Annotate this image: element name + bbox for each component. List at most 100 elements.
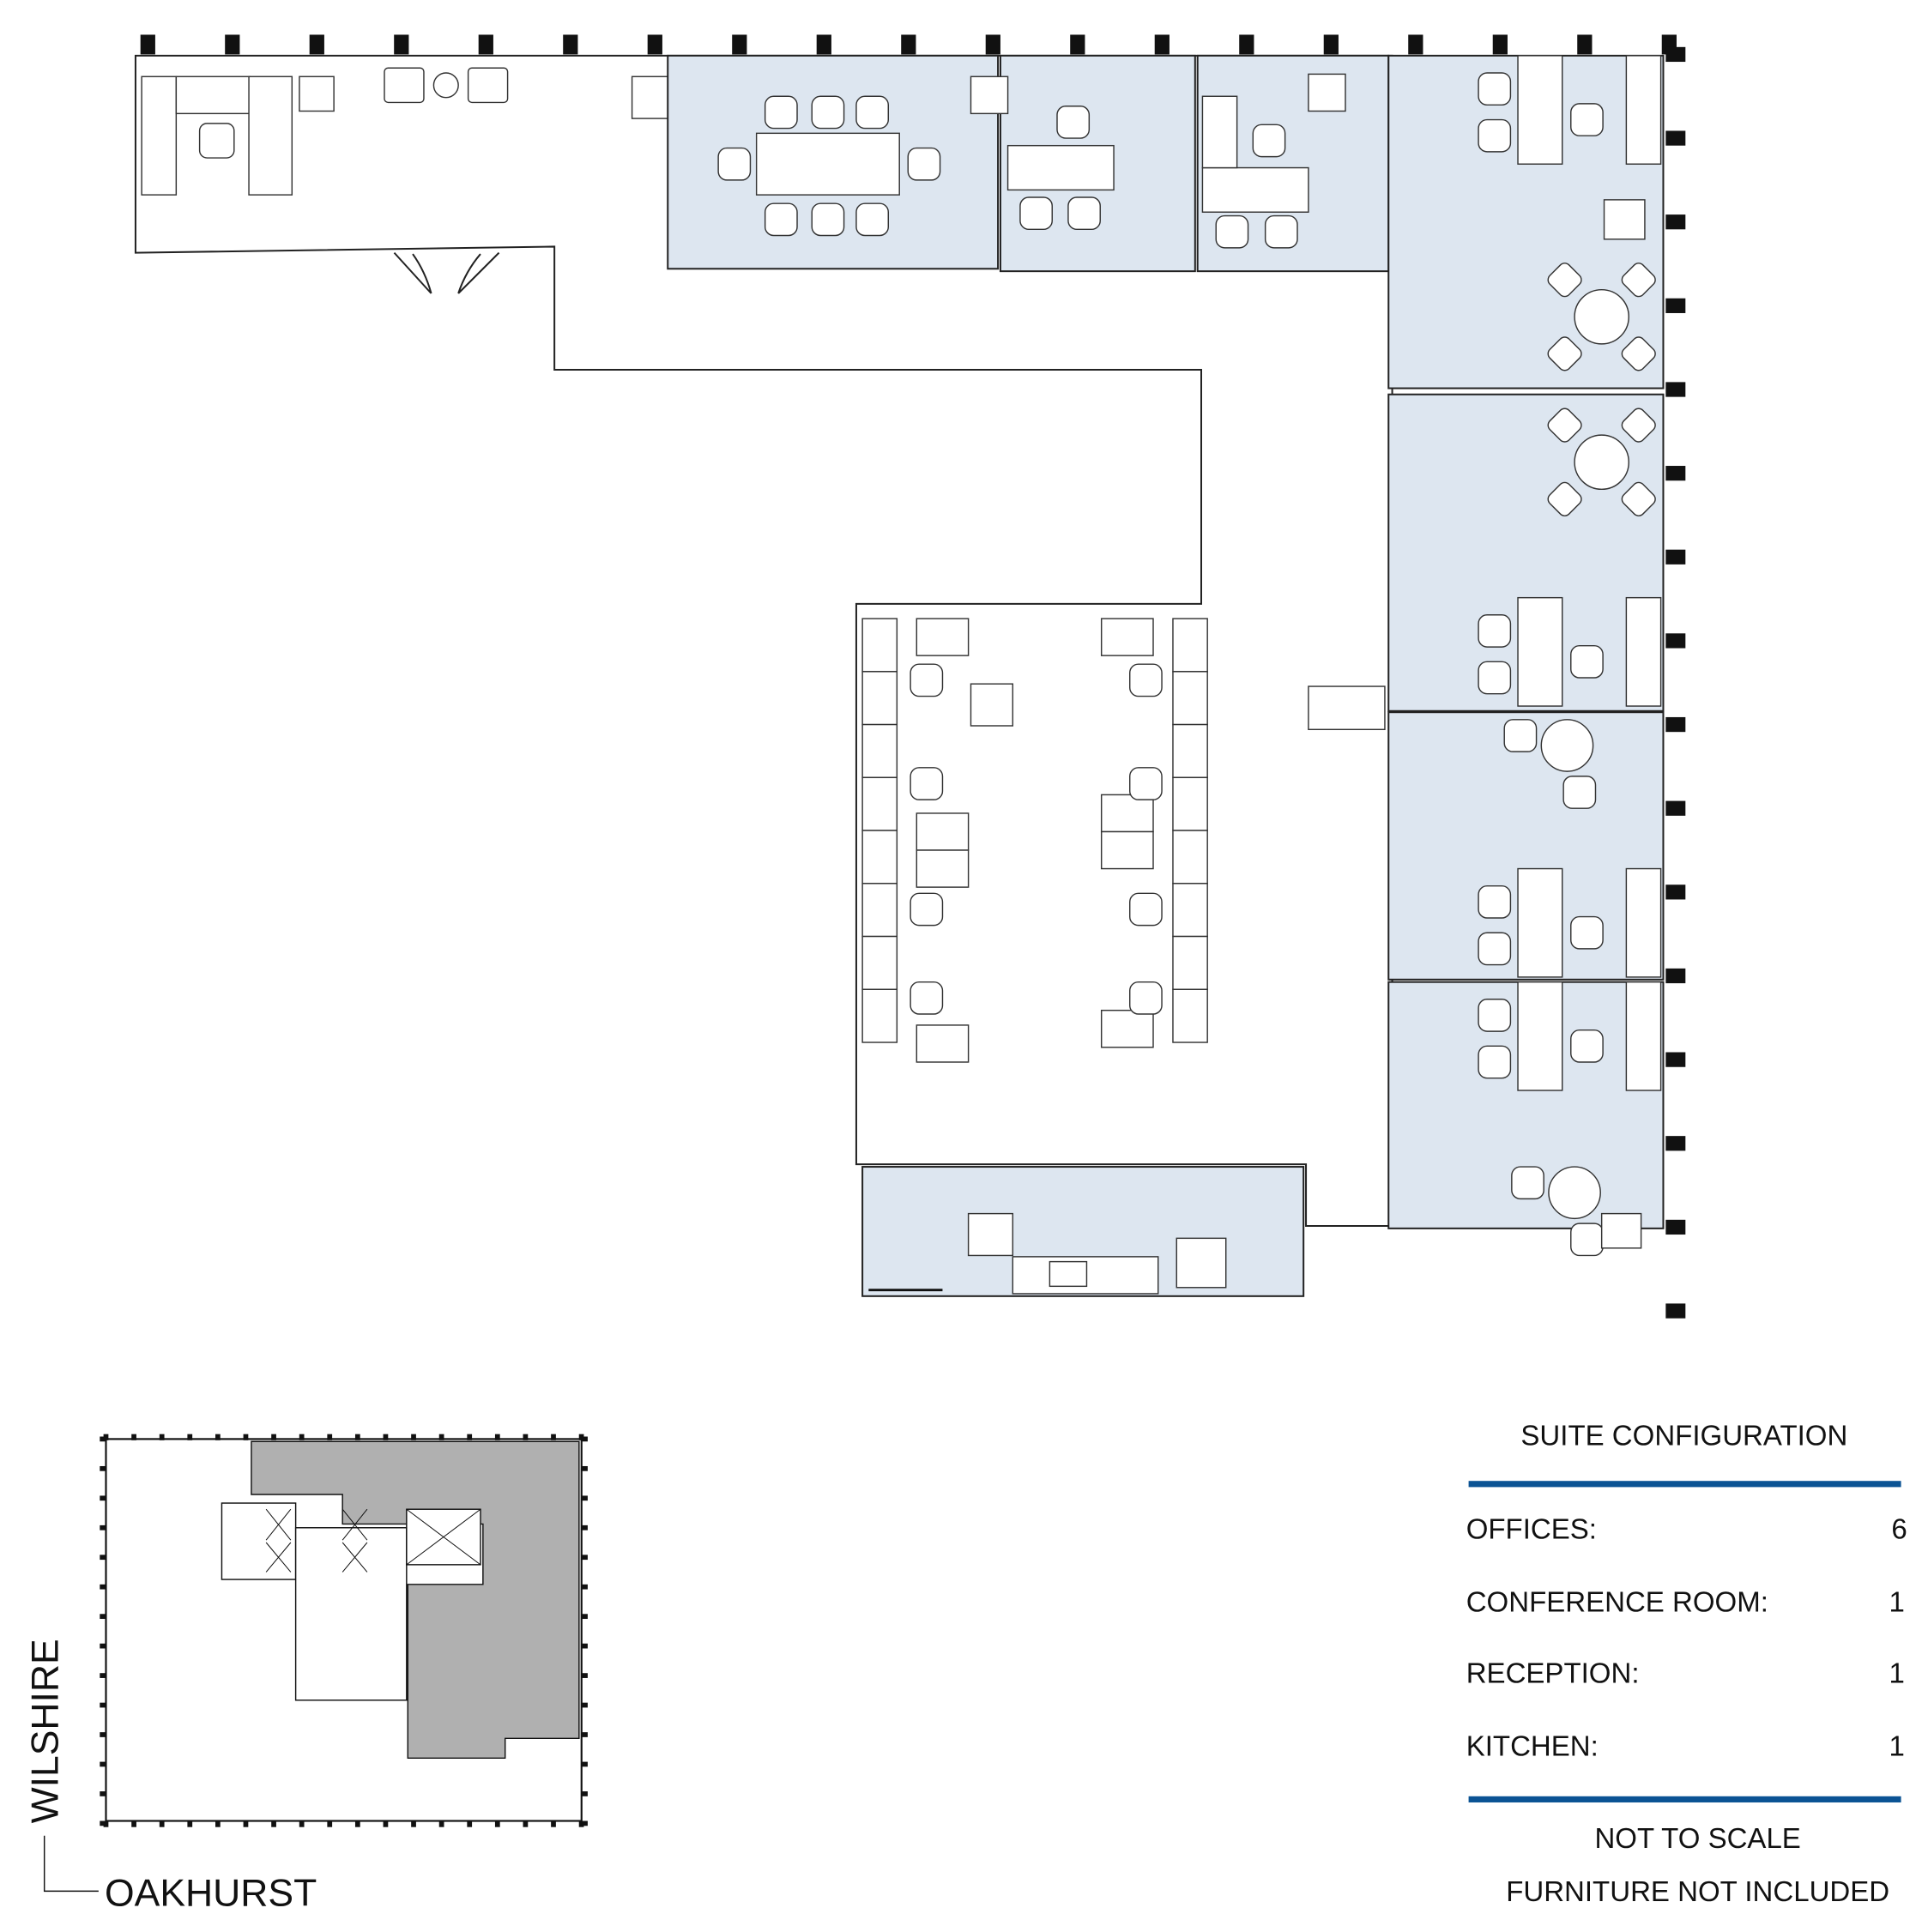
workstation-panel (861, 883, 898, 938)
key-plan-tick (354, 1434, 360, 1440)
key-plan-tick (581, 1643, 588, 1649)
credenza (1625, 981, 1662, 1091)
key-plan-tick (187, 1434, 193, 1440)
key-plan-tick (100, 1436, 106, 1442)
key-plan-tick (215, 1820, 221, 1827)
key-plan-tick (581, 1495, 588, 1501)
legend-value-kitchen: 1 (1889, 1730, 1905, 1761)
key-plan-tick (327, 1820, 333, 1827)
key-plan-tick (271, 1434, 276, 1440)
key-plan-tick (159, 1820, 165, 1827)
key-plan-tick (271, 1820, 276, 1827)
cabinet (1600, 1212, 1642, 1249)
column (478, 34, 493, 55)
key-plan-tick (551, 1820, 556, 1827)
chair (811, 202, 845, 237)
key-plan-tick (100, 1732, 106, 1737)
chair (1478, 72, 1512, 106)
column (1239, 34, 1254, 55)
column (1408, 34, 1423, 55)
workstation-panel (861, 776, 898, 831)
column (1577, 34, 1593, 55)
key-plan-tick (578, 1434, 584, 1440)
office-1-desk (1006, 144, 1115, 191)
chair (1621, 408, 1656, 443)
round-table (1574, 288, 1629, 345)
reception-chair (198, 123, 235, 159)
chair (1129, 767, 1163, 800)
cabinet (1603, 199, 1646, 240)
key-plan-tick (100, 1643, 106, 1649)
file-cabinet (970, 683, 1014, 727)
column (1665, 800, 1686, 816)
workstation-panel (1172, 988, 1208, 1043)
column (394, 34, 409, 55)
chair (1547, 336, 1582, 371)
key-plan-tick (131, 1434, 136, 1440)
workstation-desk (916, 618, 970, 656)
key-plan-tick (581, 1820, 588, 1826)
key-plan-tick (383, 1820, 389, 1827)
key-plan-tick (581, 1791, 588, 1796)
column (1665, 549, 1686, 565)
column (816, 34, 831, 55)
column (901, 34, 916, 55)
workstation-desk (916, 1024, 970, 1063)
column (1665, 633, 1686, 649)
chair (855, 202, 889, 237)
round-table (1574, 434, 1629, 491)
key-plan-tick (581, 1702, 588, 1708)
workstation-panel (1172, 671, 1208, 726)
workstation-desk (1100, 618, 1154, 656)
key-plan-tick (159, 1434, 165, 1440)
key-plan-tick (100, 1791, 106, 1796)
legend-value-reception: 1 (1889, 1657, 1905, 1689)
key-plan-tick (523, 1820, 529, 1827)
column-box (631, 75, 673, 119)
legend-label-offices: OFFICES: (1466, 1513, 1597, 1545)
desk (1517, 867, 1563, 978)
column (1154, 34, 1170, 55)
key-plan-tick (243, 1820, 249, 1827)
cabinet (299, 75, 335, 112)
building-columns (140, 34, 1686, 1319)
chair (855, 95, 889, 130)
lounge-chair-2 (467, 67, 509, 104)
chair (1503, 719, 1538, 752)
chair (1129, 663, 1163, 697)
chair (764, 202, 798, 237)
key-plan-tick (581, 1555, 588, 1561)
chair (1215, 214, 1249, 249)
key-plan-tick (100, 1555, 106, 1561)
workstation-desk (916, 812, 970, 851)
workstation-panel (1172, 723, 1208, 779)
column (1665, 130, 1686, 146)
key-plan-tick (438, 1820, 444, 1827)
chair (910, 663, 944, 697)
chair (1570, 915, 1604, 950)
workstation-panel (861, 671, 898, 726)
key-plan-tick (215, 1434, 221, 1440)
chair (1570, 1223, 1604, 1257)
key-plan-tick (100, 1524, 106, 1531)
chair (1621, 481, 1656, 516)
column (1323, 34, 1339, 55)
key-plan-tick (383, 1434, 389, 1440)
chair (1621, 263, 1656, 298)
key-plan-tick (100, 1761, 106, 1767)
column (225, 34, 240, 55)
column (1665, 466, 1686, 481)
key-plan-tick (100, 1584, 106, 1590)
key-plan-tick (581, 1673, 588, 1678)
reception-desk-top (175, 75, 251, 115)
workstation-panel (1172, 830, 1208, 884)
key-plan-tick (581, 1584, 588, 1590)
key-plan-core-stair (221, 1502, 297, 1580)
key-plan-tick (494, 1434, 500, 1440)
column (1665, 716, 1686, 733)
suite-configuration-legend: SUITE CONFIGURATION OFFICES: 6 CONFERENC… (1466, 1420, 1907, 1907)
workstation-panel (861, 935, 898, 991)
key-plan-tick (581, 1732, 588, 1737)
side-table (432, 72, 459, 99)
